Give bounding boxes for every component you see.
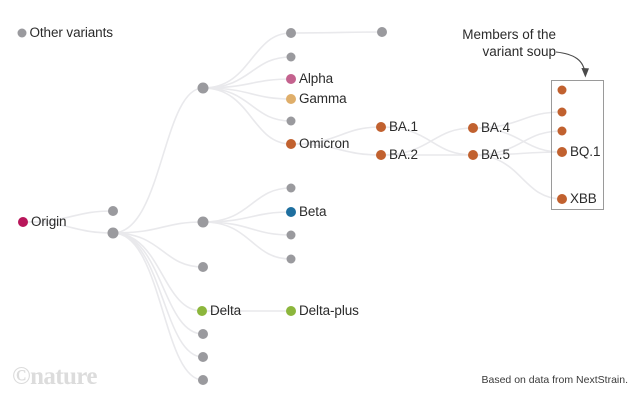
tree-node-ba2[interactable] <box>376 150 386 160</box>
annotation-line-1: Members of the <box>462 27 556 42</box>
tree-edge <box>472 154 563 200</box>
node-label-ba5: BA.5 <box>481 147 510 162</box>
tree-node-delta[interactable] <box>197 306 207 316</box>
node-label-delta: Delta <box>210 303 242 318</box>
tree-node-u1[interactable] <box>197 82 209 94</box>
tree-node-b2[interactable] <box>286 230 296 240</box>
tree-edge <box>472 130 563 156</box>
node-label-origin: Origin <box>31 214 67 229</box>
tree-node-omicron[interactable] <box>286 139 296 149</box>
tree-edge <box>290 31 383 34</box>
tree-edge <box>202 187 292 223</box>
tree-node-lg1[interactable] <box>198 329 208 339</box>
tree-node-soup2[interactable] <box>557 107 567 117</box>
tree-node-deltaplus[interactable] <box>286 306 296 316</box>
tree-edge <box>290 143 382 156</box>
tree-node-tr1[interactable] <box>377 27 387 37</box>
tree-edge <box>472 111 563 129</box>
edge-layer <box>22 31 563 381</box>
tree-edge <box>202 87 292 145</box>
tree-node-m2[interactable] <box>198 262 208 272</box>
tree-node-h1[interactable] <box>108 206 118 216</box>
tree-node-ba1[interactable] <box>376 122 386 132</box>
tree-edge <box>112 221 204 234</box>
callout-arrow <box>555 51 589 78</box>
variant-soup-annotation: Members of the variant soup <box>462 27 556 61</box>
tree-node-soup1[interactable] <box>557 85 567 95</box>
tree-node-h2[interactable] <box>107 227 119 239</box>
node-label-xbb: XBB <box>570 191 597 206</box>
node-label-alpha: Alpha <box>299 71 334 86</box>
node-label-omicron: Omicron <box>299 136 350 151</box>
tree-edge <box>112 232 204 381</box>
tree-node-soup3[interactable] <box>557 126 567 136</box>
tree-node-t2[interactable] <box>286 52 296 62</box>
node-label-beta: Beta <box>299 204 327 219</box>
variant-soup-box <box>551 80 604 210</box>
node-label-gamma: Gamma <box>299 91 347 106</box>
tree-node-origin[interactable] <box>18 217 28 227</box>
tree-node-xbb[interactable] <box>557 194 567 204</box>
node-label-deltaplus: Delta-plus <box>299 303 359 318</box>
node-layer <box>17 27 567 385</box>
data-source-credit: Based on data from NextStrain. <box>481 374 629 386</box>
tree-edge <box>112 232 204 268</box>
tree-node-gamma[interactable] <box>286 94 296 104</box>
tree-node-ba5[interactable] <box>468 150 478 160</box>
node-label-ba4: BA.4 <box>481 120 510 135</box>
node-label-ba1: BA.1 <box>389 119 418 134</box>
tree-node-ba4[interactable] <box>468 123 478 133</box>
tree-node-alpha[interactable] <box>286 74 296 84</box>
node-label-bq1: BQ.1 <box>570 144 601 159</box>
tree-edge <box>22 221 114 234</box>
tree-node-b1[interactable] <box>286 183 296 193</box>
tree-edge <box>112 232 203 312</box>
tree-node-m1[interactable] <box>197 216 209 228</box>
tree-edge <box>202 221 292 236</box>
tree-edge <box>380 126 474 156</box>
tree-node-lg2[interactable] <box>198 352 208 362</box>
tree-edge <box>290 126 382 145</box>
node-label-ba2: BA.2 <box>389 147 418 162</box>
node-label-legend-other: Other variants <box>29 25 113 40</box>
tree-node-beta[interactable] <box>286 207 296 217</box>
tree-edge <box>472 127 563 153</box>
tree-node-bq1[interactable] <box>557 147 567 157</box>
tree-node-t3[interactable] <box>286 116 296 126</box>
tree-edge <box>202 221 292 260</box>
tree-node-lg3[interactable] <box>198 375 208 385</box>
annotation-line-2: variant soup <box>482 43 556 59</box>
tree-node-legend-other[interactable] <box>17 28 27 38</box>
tree-edge <box>112 87 204 234</box>
tree-node-t1[interactable] <box>286 28 296 38</box>
tree-node-b3[interactable] <box>286 254 296 264</box>
tree-edge <box>202 32 292 89</box>
nature-logo: ©nature <box>12 363 97 390</box>
